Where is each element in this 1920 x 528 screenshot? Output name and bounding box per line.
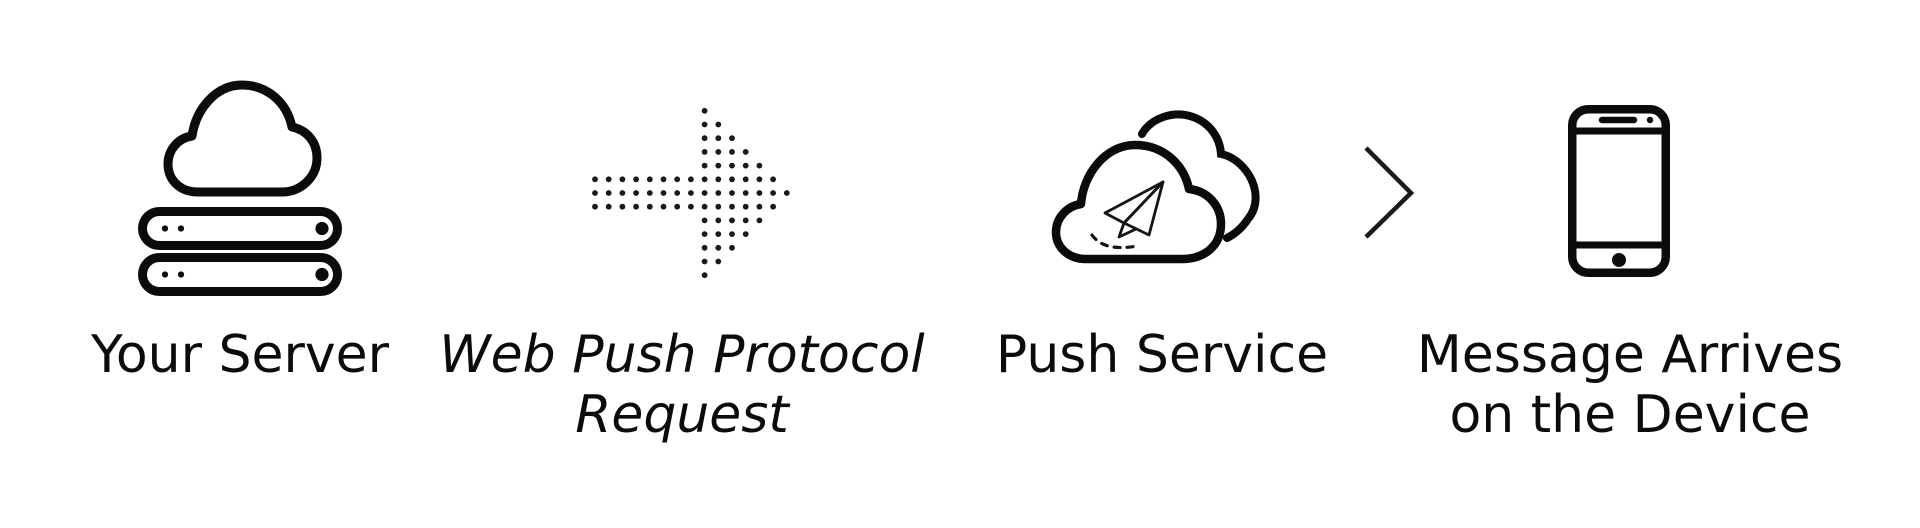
phone-camera-dot [1646, 116, 1654, 124]
web-push-protocol-request-label: Web Push Protocol Request [439, 325, 925, 445]
cloud-paper-plane-icon [1051, 110, 1260, 264]
smartphone-icon [1568, 105, 1670, 277]
chevron-right-icon [1364, 146, 1415, 239]
front-cloud-outline [1051, 140, 1226, 264]
push-service-label: Push Service [995, 325, 1329, 385]
cloud-server-icon [138, 80, 342, 296]
paper-plane-glyph [1103, 180, 1165, 239]
message-arrives-label: Message Arrives on the Device [1416, 325, 1844, 445]
phone-home-button-dot [1612, 253, 1626, 267]
back-cloud-outline [1138, 110, 1260, 242]
dashed-trail [1090, 233, 1139, 250]
your-server-label: Your Server [90, 325, 390, 385]
dotted-arrow-right-icon [592, 107, 790, 279]
